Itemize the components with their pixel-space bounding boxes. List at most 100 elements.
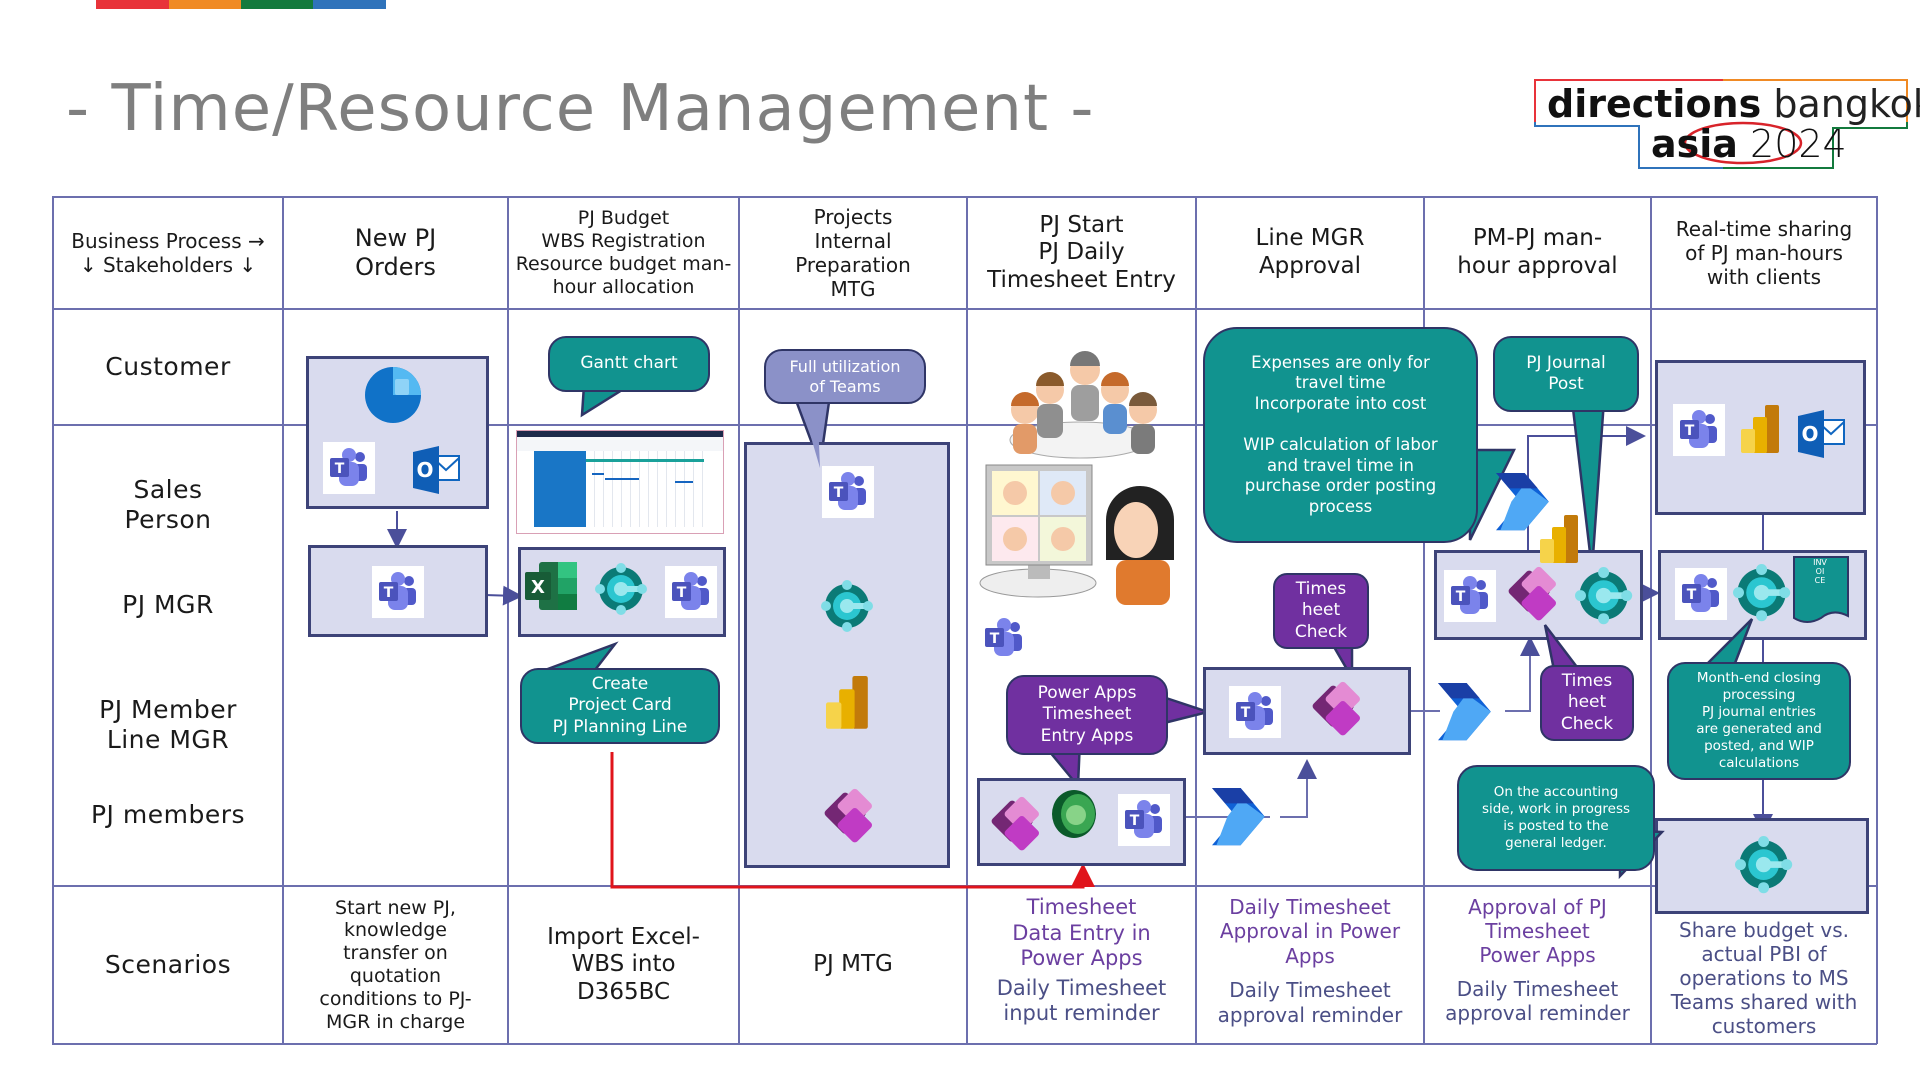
grid-line [1650, 196, 1652, 1044]
logo-frame [1534, 79, 1908, 169]
stakeholder-customer: Customer [105, 352, 231, 381]
meeting-illustration [985, 340, 1175, 465]
column-header-pj-budget: PJ Budget WBS Registration Resource budg… [515, 207, 732, 298]
gantt-bar [675, 481, 693, 483]
column-header-pm-approval: PM-PJ man- hour approval [1457, 225, 1618, 279]
month-end-closing-callout: Month-end closing processing PJ journal … [1667, 662, 1851, 780]
teams-icon [1444, 570, 1496, 622]
power-apps-entry-callout: Power Apps Timesheet Entry Apps [1006, 675, 1168, 755]
scenario-line-mgr-sub: Daily Timesheet approval reminder [1217, 978, 1403, 1027]
teams-icon [1229, 686, 1281, 738]
full-utilization-teams-callout: Full utilization of Teams [764, 349, 926, 404]
page-title: - Time/Resource Management - [66, 72, 1095, 146]
scenario-new-pj: Start new PJ, knowledge transfer on quot… [319, 896, 472, 1033]
power-bi-icon [1741, 405, 1779, 453]
flow-arrow [1280, 759, 1317, 818]
scenarios-label: Scenarios [104, 950, 232, 979]
screenshot-toolbar [517, 437, 723, 451]
brand-stripe-green [241, 0, 313, 9]
scenario-line-mgr-main: Daily Timesheet Approval in Power Apps [1219, 895, 1401, 968]
business-central-icon [1735, 836, 1793, 894]
teams-icon [372, 566, 424, 618]
gantt-bar [586, 459, 704, 462]
scenario-budget: Import Excel- WBS into D365BC [547, 923, 700, 1005]
invoice-icon: INVOICE [1793, 556, 1849, 626]
outlook-icon [412, 445, 460, 495]
brand-stripe-red [96, 0, 169, 9]
header-corner: Business Process → ↓ Stakeholders ↓ [71, 229, 265, 277]
dynamics-sales-icon [365, 367, 421, 423]
grid-line [1423, 196, 1425, 1044]
logo-word-bangkok: bangkok [1773, 82, 1920, 126]
column-header-internal-prep: Projects Internal Preparation MTG [795, 205, 911, 301]
people-meeting-icon [1009, 351, 1157, 459]
power-automate-icon [1438, 683, 1491, 741]
screenshot-gantt-grid [586, 451, 704, 527]
expenses-wip-callout: Expenses are only for travel time Incorp… [1203, 327, 1478, 543]
gantt-chart-callout: Gantt chart [548, 336, 710, 392]
power-apps-icon [823, 787, 874, 844]
timesheet-check-line-mgr-callout: Times heet Check [1273, 573, 1369, 649]
gantt-chart-screenshot [516, 430, 724, 534]
grid-line [738, 196, 740, 1044]
power-bi-icon [826, 676, 868, 729]
online-meeting-illustration [976, 460, 1186, 610]
teams-icon [1675, 568, 1727, 620]
power-apps-icon [990, 795, 1041, 852]
screenshot-task-list [534, 451, 586, 527]
outlook-icon [1797, 409, 1845, 459]
stakeholder-pj-member-line-mgr: PJ Member Line MGR [99, 695, 237, 754]
grid-line [52, 308, 1877, 310]
create-project-card-callout: Create Project Card PJ Planning Line [520, 668, 720, 744]
timesheet-check-pm-callout: Times heet Check [1540, 665, 1634, 741]
directions-logo: directions bangkok asia 2024 [1533, 78, 1920, 170]
logo-word-directions: directions [1547, 82, 1762, 126]
column-header-realtime-sharing: Real-time sharing of PJ man-hours with c… [1675, 217, 1853, 289]
logo-word-asia: asia [1651, 122, 1738, 166]
logo-year: 2024 [1750, 122, 1847, 166]
video-call-icon [979, 464, 1174, 605]
business-central-icon [821, 580, 873, 632]
grid-line [52, 196, 1877, 198]
grid-line [507, 196, 509, 1044]
scenario-pm: Approval of PJ Timesheet Power Apps Dail… [1425, 895, 1650, 1041]
grid-line [52, 196, 54, 1044]
power-automate-icon [1212, 788, 1265, 846]
flow-arrow [1505, 636, 1540, 712]
teams-icon [1673, 404, 1725, 456]
screenshot-titlebar [517, 431, 723, 437]
business-central-icon [1575, 567, 1633, 625]
gantt-bar [592, 473, 604, 475]
grid-line [1195, 196, 1197, 1044]
teams-icon [665, 566, 717, 618]
scenario-pj-start-sub: Daily Timesheet input reminder [996, 975, 1167, 1026]
scenario-pj-start-main: Timesheet Data Entry in Power Apps [1012, 895, 1151, 971]
business-central-icon [595, 563, 647, 615]
teams-icon [978, 612, 1030, 664]
logo-line2: asia 2024 [1651, 122, 1847, 166]
power-apps-icon [1507, 565, 1558, 622]
brand-stripe-blue [313, 0, 386, 9]
column-header-line-mgr-approval: Line MGR Approval [1255, 225, 1365, 279]
power-apps-icon [1311, 680, 1362, 737]
callout-tail-overlap [806, 420, 820, 468]
teams-icon [1118, 794, 1170, 846]
column-header-pj-start: PJ Start PJ Daily Timesheet Entry [987, 211, 1176, 293]
flow-arrow-red [610, 752, 1095, 889]
dataverse-icon [1052, 790, 1096, 838]
pj-journal-post-callout: PJ Journal Post [1493, 336, 1639, 412]
invoice-label: INVOICE [1813, 558, 1827, 585]
scenario-pm-main: Approval of PJ Timesheet Power Apps [1468, 895, 1607, 967]
stakeholder-pj-mgr: PJ MGR [122, 590, 214, 619]
grid-line [52, 424, 1877, 426]
scenario-pm-sub: Daily Timesheet approval reminder [1445, 977, 1630, 1026]
scenario-line-mgr: Daily Timesheet Approval in Power Apps D… [1197, 895, 1423, 1041]
column-header-new-pj-orders: New PJ Orders [354, 224, 437, 281]
gantt-bar [605, 478, 639, 480]
invoice-document-icon [1793, 556, 1849, 623]
teams-icon [822, 466, 874, 518]
accounting-wip-callout: On the accounting side, work in progress… [1457, 765, 1655, 871]
stakeholder-pj-members: PJ members [90, 800, 246, 829]
logo-line1: directions bangkok [1547, 82, 1920, 126]
